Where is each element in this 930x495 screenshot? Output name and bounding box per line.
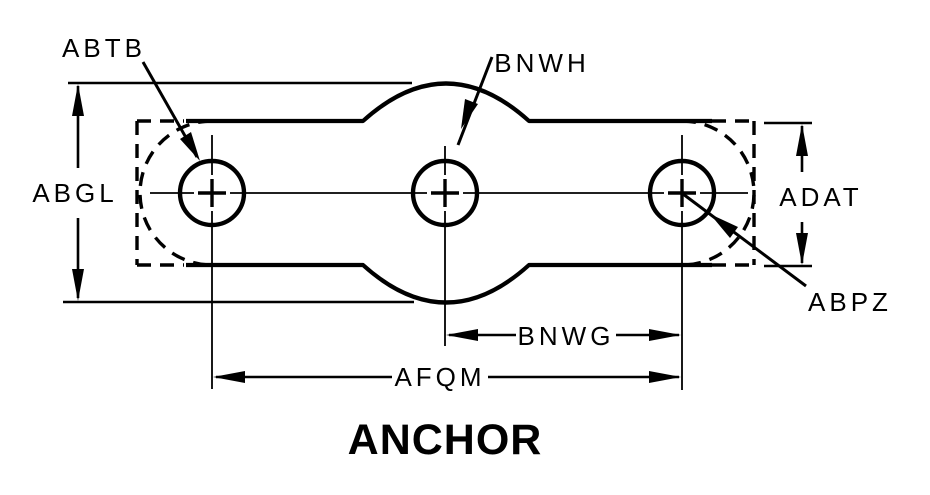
- center-ticks-vertical: [210, 179, 684, 207]
- plate-bottom-edge: [186, 262, 712, 305]
- adat-arrow-down: [796, 233, 808, 265]
- adat-arrow-up: [796, 124, 808, 156]
- abpz-callout: ABPZ: [682, 192, 892, 317]
- abpz-leader-arrow: [710, 214, 738, 238]
- label-abgl: ABGL: [32, 178, 117, 208]
- label-afqm: AFQM: [394, 362, 485, 392]
- label-adat: ADAT: [779, 182, 862, 212]
- afqm-arrow-left: [213, 371, 245, 383]
- abpz-leader-line: [682, 192, 807, 288]
- abtb-callout: ABTB: [62, 33, 200, 161]
- bnwh-leader-line: [456, 56, 494, 146]
- bnwg-arrow-right: [649, 329, 681, 341]
- bnwg-arrow-left: [446, 329, 478, 341]
- hidden-right-round-end-arc: [681, 119, 756, 267]
- abgl-arrow-up: [72, 84, 84, 116]
- label-bnwg: BNWG: [518, 321, 615, 351]
- drawing-title: ANCHOR: [348, 416, 543, 464]
- abgl-dimension: ABGL: [32, 84, 117, 301]
- label-abpz: ABPZ: [808, 287, 892, 317]
- plate-top-edge: [186, 81, 712, 124]
- extension-lines: [63, 81, 812, 304]
- abgl-arrow-down: [72, 269, 84, 301]
- bnwh-callout: BNWH: [456, 48, 589, 146]
- abtb-leader-arrow: [180, 132, 200, 161]
- label-bnwh: BNWH: [494, 48, 589, 78]
- bnwg-dimension: BNWG: [446, 321, 681, 351]
- adat-dimension: ADAT: [779, 124, 862, 265]
- afqm-arrow-right: [649, 371, 681, 383]
- plate-outline: [186, 81, 712, 305]
- centerlines: [150, 135, 748, 390]
- bnwh-leader-arrow: [461, 99, 478, 129]
- afqm-dimension: AFQM: [213, 362, 681, 392]
- label-abtb: ABTB: [62, 33, 146, 63]
